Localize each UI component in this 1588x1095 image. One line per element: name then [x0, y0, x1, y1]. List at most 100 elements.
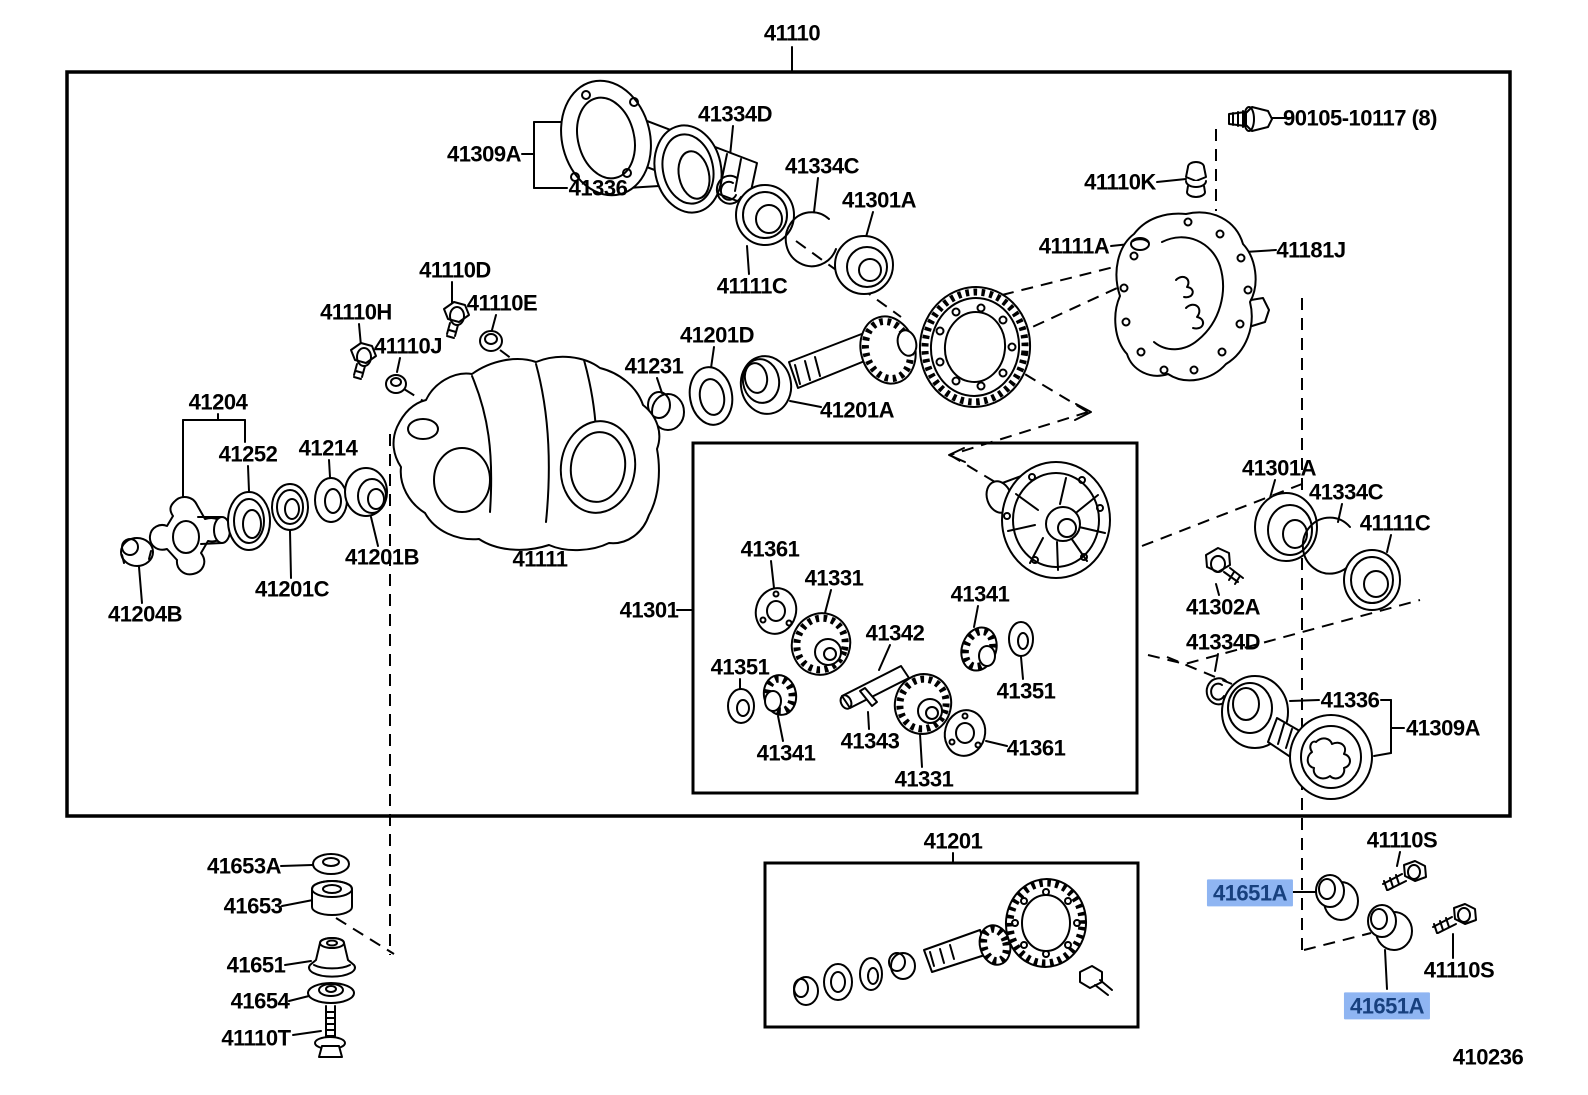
part-label-41651A-2[interactable]: 41651A — [1343, 992, 1431, 1020]
leader-41201C — [289, 530, 292, 579]
plug-41111A — [1130, 237, 1150, 251]
part-label-41110K: 41110K — [1084, 169, 1156, 195]
leader-41110S-1 — [1396, 851, 1401, 867]
leader-41343 — [867, 711, 870, 730]
drive-pinion-shaft — [788, 315, 918, 389]
part-label-41110J: 41110J — [374, 333, 442, 359]
washer-41653A — [312, 853, 350, 875]
part-label-41204B: 41204B — [107, 601, 183, 627]
oil-seal-41111C-left — [735, 184, 795, 246]
part-label-41336-1: 41336 — [568, 175, 628, 201]
leader-41653A — [280, 864, 313, 867]
leader-41181J — [1244, 249, 1277, 253]
parts-artwork — [120, 79, 1477, 1058]
leader-41331-1 — [824, 589, 832, 614]
differential-case-assembly — [985, 461, 1111, 579]
nut-41110J — [385, 374, 407, 394]
leader-41201B — [370, 516, 379, 547]
main-assembly-box-41110 — [65, 70, 1512, 818]
leader-41252 — [247, 465, 250, 492]
leader-41361-1 — [770, 560, 775, 589]
breather-plug-41110K — [1185, 161, 1207, 198]
leader-41654 — [288, 995, 310, 1002]
part-label-41341-1: 41341 — [950, 581, 1010, 607]
leader-41336-2 — [1373, 752, 1392, 757]
part-label-41181J: 41181J — [1276, 237, 1346, 263]
thrust-washer-41351-left — [727, 688, 755, 724]
part-label-41331-2: 41331 — [894, 766, 954, 792]
part-label-41111A: 41111A — [1038, 233, 1110, 259]
sub-assembly-box-41201 — [763, 861, 1140, 1029]
leader-41111C-2 — [1386, 534, 1392, 553]
part-label-41201C: 41201C — [254, 576, 330, 602]
bearing-41301A-right — [1254, 492, 1318, 562]
leader-41653 — [281, 899, 314, 907]
part-label-41201B: 41201B — [344, 544, 420, 570]
leader-41110E — [491, 314, 497, 331]
leader-41214 — [328, 459, 331, 478]
ring-gear-upper — [918, 286, 1032, 408]
part-label-41342: 41342 — [865, 620, 925, 646]
diagram-frames — [65, 70, 1512, 1029]
part-label-41111: 41111 — [512, 546, 568, 572]
side-gear-shaft-41309A-right — [1267, 714, 1373, 800]
leader-41651 — [284, 960, 312, 966]
part-label-41110S-1: 41110S — [1366, 827, 1438, 853]
part-label-41334D-2: 41334D — [1185, 629, 1261, 655]
part-label-41351-1: 41351 — [710, 654, 770, 680]
spacer-41231 — [647, 391, 685, 431]
leader-41231 — [656, 377, 663, 394]
bearing-41201A — [739, 355, 793, 415]
part-label-41204: 41204 — [188, 389, 248, 415]
part-label-41361-1: 41361 — [740, 536, 800, 562]
part-label-41351-2: 41351 — [996, 678, 1056, 704]
part-label-41110H: 41110H — [320, 299, 392, 325]
thrust-washer-41361-upper — [754, 587, 798, 635]
bushing-41651A-lower — [1367, 904, 1413, 951]
pinion-gear-41341-left — [762, 674, 798, 716]
side-gear-41331-lower — [893, 673, 953, 735]
leader-41201D — [710, 346, 715, 369]
oil-seal-41111C-right — [1343, 549, 1401, 611]
leader-41341-2 — [777, 715, 784, 742]
leader-41204B — [138, 566, 143, 604]
part-label-41309A-2: 41309A — [1405, 715, 1481, 741]
leader-41110K — [1156, 178, 1187, 183]
part-label-41231: 41231 — [624, 353, 684, 379]
nut-41204B — [120, 537, 154, 567]
part-label-41331-1: 41331 — [804, 565, 864, 591]
part-label-41343: 41343 — [840, 728, 900, 754]
part-label-41110D: 41110D — [419, 257, 491, 283]
side-gear-41331-upper — [790, 612, 852, 676]
final-gear-kit-41201 — [793, 878, 1113, 1006]
bolt-41110S-upper — [1382, 860, 1427, 891]
leader-41110T — [292, 1030, 322, 1036]
sub-assembly-box-41301 — [691, 441, 1139, 795]
part-label-41214: 41214 — [298, 435, 358, 461]
leader-41111C-1 — [746, 245, 750, 275]
part-label-41110T: 41110T — [221, 1025, 291, 1051]
leader-41334D-2 — [1214, 653, 1219, 672]
part-label-41301: 41301 — [619, 597, 679, 623]
part-label-41111C-1: 41111C — [716, 273, 788, 299]
leader-41334C-1 — [813, 177, 819, 213]
leader-41341-1 — [973, 605, 979, 628]
leader-41651A-2 — [1384, 949, 1388, 990]
part-label-41341-2: 41341 — [756, 740, 816, 766]
part-label-41361-2: 41361 — [1006, 735, 1066, 761]
part-label-41309A-1: 41309A — [446, 141, 522, 167]
part-label-41301A-1: 41301A — [841, 187, 917, 213]
leader-41302A — [1215, 583, 1220, 596]
part-label-41651: 41651 — [226, 952, 286, 978]
leader-41361-2 — [985, 740, 1008, 747]
part-label-41334C-2: 41334C — [1308, 479, 1384, 505]
part-label-41336-2: 41336 — [1320, 687, 1380, 713]
cushion-41651 — [308, 937, 356, 978]
part-label-41653: 41653 — [223, 893, 283, 919]
oil-seal-41201C — [271, 483, 309, 531]
snap-ring-41334C-right — [1301, 516, 1354, 575]
straight-pin-41343 — [859, 687, 878, 707]
part-label-41651A-1[interactable]: 41651A — [1206, 879, 1294, 907]
part-label-41654: 41654 — [230, 988, 290, 1014]
